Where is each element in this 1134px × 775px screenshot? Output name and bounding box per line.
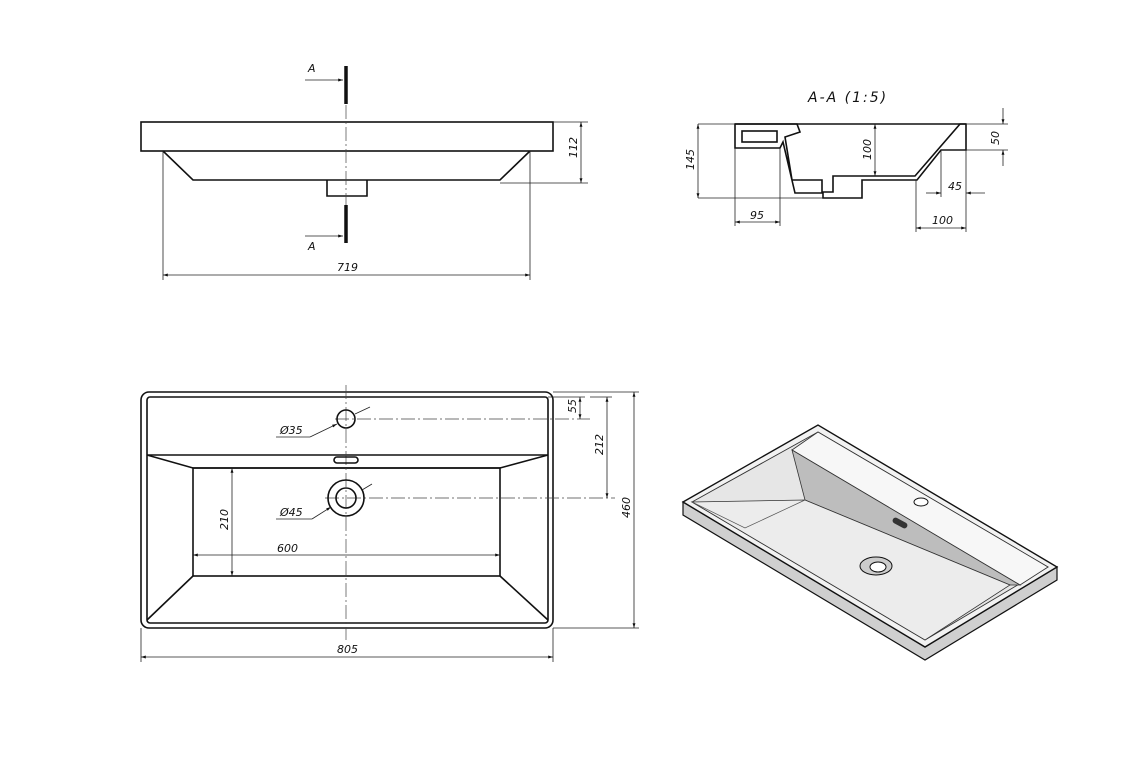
- tap-hole-label: Ø35: [279, 424, 303, 437]
- section-view: A-A (1:5) 145 100 50 45 95 100: [684, 90, 1008, 232]
- dim-left-rim: 95: [750, 209, 764, 222]
- dim-width: 719: [337, 261, 358, 274]
- dim-bowl-depth: 210: [218, 509, 231, 530]
- dim-depth: 460: [620, 497, 633, 518]
- isometric-view: [681, 424, 1059, 661]
- section-mark-top: A: [307, 62, 316, 75]
- drain-hole: [327, 479, 365, 517]
- plan-view: Ø35 Ø45 55 212 460 805 210 600: [140, 385, 639, 662]
- overflow-slot: [333, 456, 359, 464]
- dim-width: 805: [337, 643, 358, 656]
- dim-slope: 45: [948, 180, 962, 193]
- front-view: A A 112 719: [140, 62, 588, 280]
- section-mark-bottom: A: [307, 240, 316, 253]
- drain-label: Ø45: [279, 506, 303, 519]
- section-title: A-A (1:5): [807, 90, 888, 106]
- dim-drain-offset: 212: [593, 434, 606, 455]
- dim-rim-height: 50: [989, 131, 1002, 145]
- dim-height: 112: [567, 137, 580, 158]
- dim-bowl-width: 600: [277, 542, 298, 555]
- dim-total-height: 145: [684, 149, 697, 170]
- tap-hole: [336, 409, 356, 429]
- dim-tap-offset: 55: [566, 399, 579, 413]
- dim-bowl-depth: 100: [861, 139, 874, 160]
- dim-right: 100: [932, 214, 953, 227]
